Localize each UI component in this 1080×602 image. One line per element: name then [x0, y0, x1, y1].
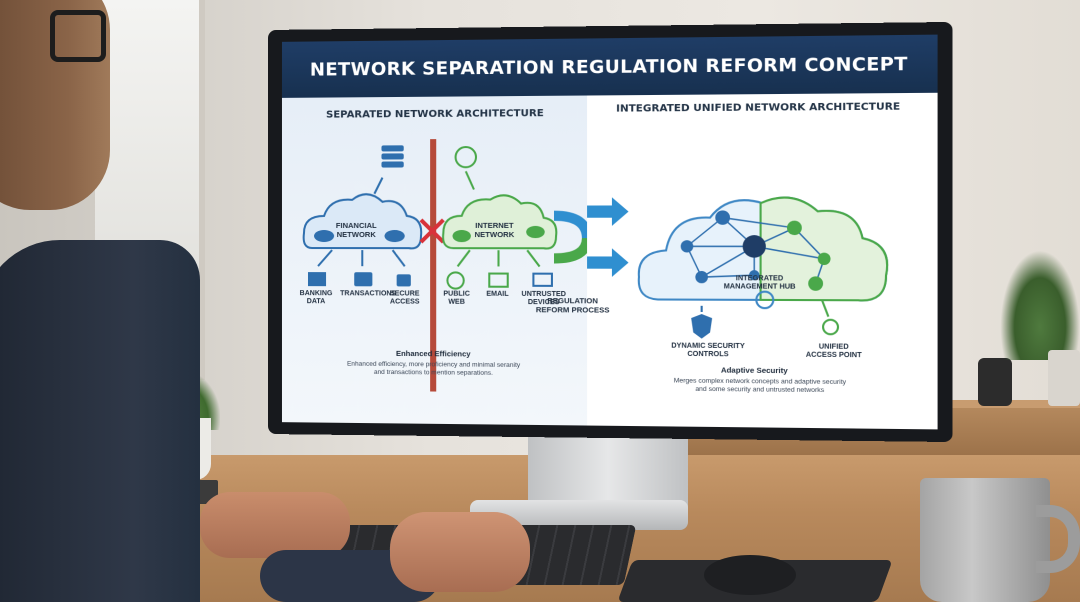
- right-caption-title: Adaptive Security: [720, 365, 788, 376]
- reform-arrow-green: [554, 238, 587, 258]
- item-secure-access: SECURE ACCESS: [389, 290, 420, 306]
- hub-label: INTEGRATED MANAGEMENT HUB: [723, 275, 796, 291]
- router-icon: [526, 225, 545, 239]
- router-icon: [452, 229, 471, 243]
- glasses: [50, 10, 106, 62]
- monitor: NETWORK SEPARATION REGULATION REFORM CON…: [268, 21, 953, 443]
- shield-icon: [691, 313, 713, 339]
- arrow-down: [458, 250, 470, 266]
- speaker: [978, 358, 1012, 406]
- router-icon: [384, 229, 405, 243]
- item-transactions: TRANSACTIONS: [340, 290, 397, 298]
- arrow-down: [318, 250, 332, 266]
- globe-icon: [456, 147, 476, 167]
- right-hand: [390, 512, 530, 592]
- right-caption-body: Merges complex network concepts and adap…: [673, 377, 847, 395]
- router-node: [715, 210, 731, 225]
- internet-cloud: [443, 195, 556, 248]
- bank-icon: [307, 272, 327, 287]
- financial-network-label: FINANCIAL NETWORK: [335, 220, 377, 239]
- unified-access-label: UNIFIED ACCESS POINT: [805, 343, 862, 360]
- public-web-icon: [447, 272, 463, 288]
- arrow-up-financial: [374, 178, 382, 194]
- router-icon: [314, 229, 335, 243]
- item-banking-data: BANKING DATA: [299, 290, 333, 306]
- slide-header: NETWORK SEPARATION REGULATION REFORM CON…: [281, 34, 938, 98]
- email-icon: [489, 274, 507, 287]
- reform-process-label: REGULATION REFORM PROCESS: [535, 296, 610, 315]
- node: [695, 270, 708, 284]
- dynamic-security-label: DYNAMIC SECURITY CONTROLS: [671, 342, 745, 359]
- slide-title: NETWORK SEPARATION REGULATION REFORM CON…: [309, 53, 908, 81]
- person-head: [0, 0, 110, 210]
- lock-icon: [396, 274, 411, 287]
- item-email: EMAIL: [486, 290, 509, 298]
- link-wifi: [822, 300, 828, 317]
- left-hand: [200, 492, 350, 558]
- monitor-screen: NETWORK SEPARATION REGULATION REFORM CON…: [281, 34, 938, 430]
- plant-right: [1000, 250, 1080, 360]
- left-panel: SEPARATED NETWORK ARCHITECTURE: [281, 95, 588, 426]
- router-node: [787, 220, 802, 236]
- node: [680, 240, 694, 253]
- node: [817, 252, 831, 266]
- coffee-mug: [920, 478, 1050, 602]
- person-torso: [0, 240, 200, 602]
- unified-cloud-green-half: [761, 197, 888, 300]
- router-node: [808, 276, 824, 291]
- separation-wall: [430, 139, 437, 392]
- transactions-icon: [354, 272, 373, 287]
- arrowhead-blue-lower: [587, 248, 629, 277]
- arrow-down: [527, 250, 539, 266]
- person: [0, 0, 260, 602]
- vase-right: [1048, 350, 1080, 406]
- left-caption-body: Enhanced efficiency, more proficiency an…: [347, 360, 521, 378]
- wifi-icon: [823, 320, 838, 335]
- laptop-icon: [533, 274, 552, 286]
- internet-network-label: INTERNET NETWORK: [474, 220, 515, 239]
- mouse[interactable]: [704, 555, 796, 595]
- database-icon: [381, 145, 404, 168]
- integrated-network-diagram: [587, 93, 938, 339]
- right-panel: INTEGRATED UNIFIED NETWORK ARCHITECTURE: [587, 92, 938, 430]
- separated-network-diagram: [282, 139, 587, 392]
- item-public-web: PUBLIC WEB: [443, 290, 470, 306]
- management-hub-icon: [742, 235, 766, 258]
- arrow-up-internet: [466, 171, 474, 189]
- left-caption-title: Enhanced Efficiency: [395, 348, 471, 359]
- reform-arrow-blue: [554, 216, 587, 238]
- arrowhead-blue: [587, 197, 629, 226]
- arrow-down: [393, 250, 405, 266]
